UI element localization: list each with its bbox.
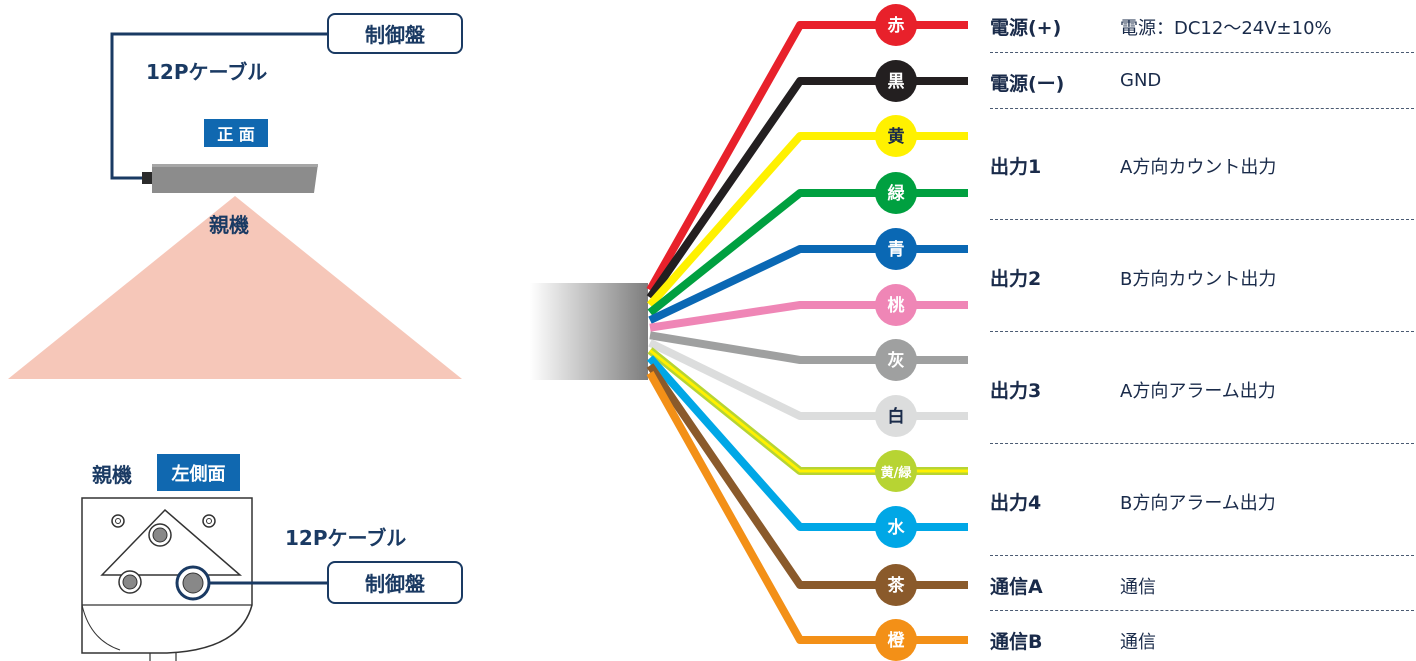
wire-badge-label: 茶 (888, 575, 906, 596)
wire-badge-label: 桃 (888, 295, 905, 316)
function-desc: B方向カウント出力 (1120, 269, 1277, 290)
wire-badge-label: 黒 (888, 72, 905, 92)
wire-badge (875, 284, 917, 326)
wire-badge-label: 水 (888, 517, 906, 538)
device-label-top: 親機 (209, 213, 249, 237)
wire-badge (875, 506, 917, 548)
function-name: 出力3 (990, 380, 1042, 402)
cable-bundle (530, 283, 648, 380)
wire-line (649, 301, 968, 332)
sensor-beam (8, 196, 462, 379)
wire-badge (875, 60, 917, 102)
wire-line (648, 245, 968, 324)
device-body-front (152, 164, 318, 193)
wire-badge-label: 橙 (888, 630, 906, 651)
cable-line-top (110, 32, 330, 180)
wire-badge (875, 339, 917, 381)
wire-badge (875, 450, 917, 492)
function-name: 通信A (990, 576, 1043, 598)
wire-badge (875, 395, 917, 437)
function-name: 出力4 (990, 492, 1042, 514)
front-tag: 正 面 (204, 119, 268, 147)
divider (990, 331, 1414, 332)
controller-box-side: 制御盤 (327, 561, 463, 604)
function-name: 通信B (990, 631, 1043, 653)
device-label-side: 親機 (92, 463, 132, 487)
side-tag: 左側面 (157, 454, 240, 491)
wire-line (647, 132, 968, 308)
divider (990, 108, 1414, 109)
function-name: 電源(ー) (990, 73, 1065, 95)
cable-label-top: 12Pケーブル (146, 60, 268, 84)
function-desc: A方向アラーム出力 (1120, 381, 1276, 402)
wire-badge (875, 4, 917, 46)
wire-badge-label: 黄/緑 (881, 465, 913, 481)
wire-badge-label: 黄 (888, 126, 905, 147)
function-desc: GND (1120, 70, 1162, 91)
device-side-view (81, 497, 253, 661)
cable-label-side: 12Pケーブル (285, 526, 407, 550)
wire-badge (875, 115, 917, 157)
function-name: 出力1 (990, 156, 1042, 178)
wire-badge (875, 619, 917, 661)
wire-badge-label: 白 (888, 406, 905, 427)
function-desc: 電源：DC12〜24V±10% (1120, 18, 1332, 39)
wire-badge (875, 228, 917, 270)
wire-line (646, 363, 968, 589)
wire-badge-label: 赤 (888, 15, 905, 36)
device-connector (142, 172, 154, 184)
divider (990, 52, 1414, 53)
wire-badge-label: 青 (888, 239, 905, 260)
function-desc: 通信 (1120, 577, 1156, 598)
wire-line (648, 339, 968, 420)
wire-badge (875, 564, 917, 606)
function-desc: B方向アラーム出力 (1120, 493, 1276, 514)
function-name: 電源(+) (990, 17, 1062, 39)
controller-box-top: 制御盤 (327, 13, 463, 54)
wire-badge (875, 172, 917, 214)
divider (990, 555, 1414, 556)
wire-line (647, 355, 968, 531)
divider (990, 610, 1414, 611)
wire-badge-label: 緑 (888, 183, 906, 204)
divider (990, 219, 1414, 220)
function-desc: 通信 (1120, 632, 1156, 653)
wire-badge-label: 灰 (888, 350, 905, 371)
function-desc: A方向カウント出力 (1120, 157, 1277, 178)
divider (990, 443, 1414, 444)
left-illustration (8, 32, 462, 661)
wire-line (649, 331, 968, 364)
function-name: 出力2 (990, 268, 1042, 290)
